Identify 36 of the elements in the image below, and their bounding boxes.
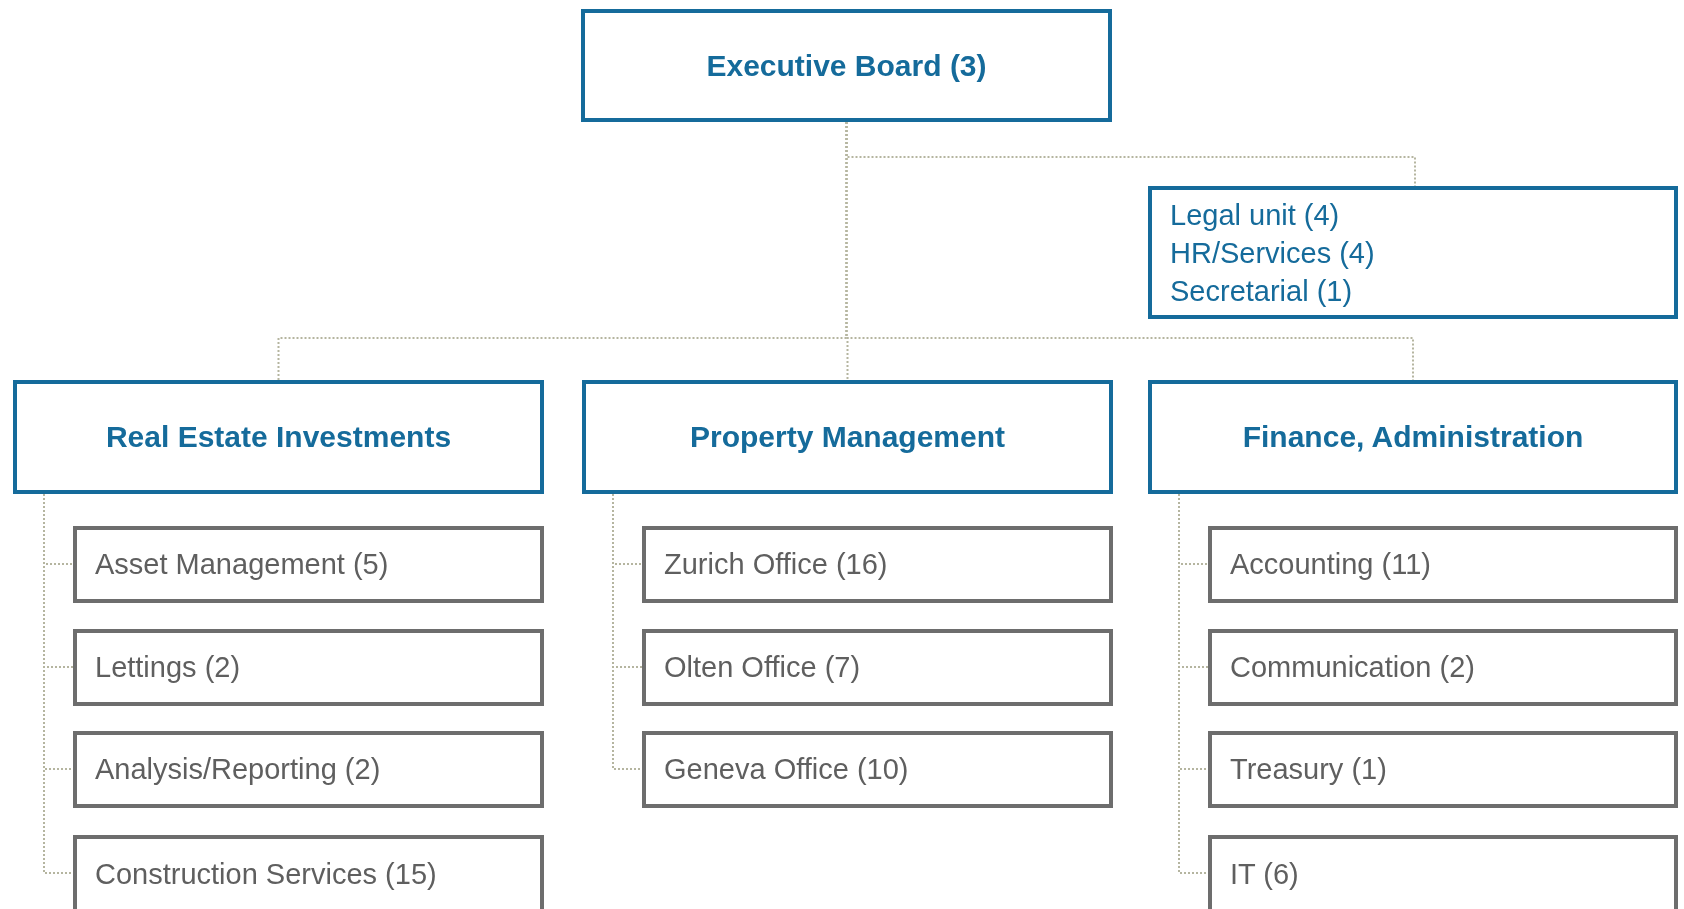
unit-name: Communication (2)	[1230, 650, 1475, 685]
connector-line	[612, 493, 643, 770]
unit-name: Property Management	[689, 419, 1006, 455]
department-box	[1208, 526, 1678, 603]
department-box	[642, 731, 1113, 808]
department-box	[73, 835, 544, 909]
staff-unit-box	[1148, 186, 1678, 319]
unit-name: Executive Board (3)	[706, 47, 987, 84]
unit-name: Legal unit (4)	[1170, 197, 1340, 233]
unit-name: IT (6)	[1230, 856, 1299, 892]
unit-name: Analysis/Reporting (2)	[95, 752, 381, 787]
division-box	[1148, 380, 1678, 494]
division-box	[13, 380, 544, 494]
connector-line	[845, 121, 1414, 381]
department-box	[1208, 731, 1678, 808]
unit-name: HR/Services (4)	[1170, 235, 1375, 271]
unit-name: Asset Management (5)	[95, 547, 389, 582]
unit-name: Olten Office (7)	[664, 650, 861, 685]
department-box	[73, 629, 544, 706]
department-box	[642, 526, 1113, 603]
unit-name: Geneva Office (10)	[664, 752, 909, 787]
unit-name: Finance, Administration	[1242, 419, 1584, 455]
unit-name: Construction Services (15)	[95, 856, 437, 892]
unit-name: Treasury (1)	[1230, 752, 1387, 787]
department-box	[1208, 629, 1678, 706]
department-box	[73, 731, 544, 808]
unit-name: Zurich Office (16)	[664, 547, 888, 582]
department-box	[1208, 835, 1678, 909]
department-box	[73, 526, 544, 603]
unit-name: Real Estate Investments	[105, 419, 452, 455]
unit-name: Secretarial (1)	[1170, 273, 1353, 309]
unit-name: Lettings (2)	[95, 650, 241, 685]
division-box	[582, 380, 1113, 494]
division-box	[581, 9, 1112, 122]
unit-name: Accounting (11)	[1230, 547, 1431, 582]
department-box	[642, 629, 1113, 706]
